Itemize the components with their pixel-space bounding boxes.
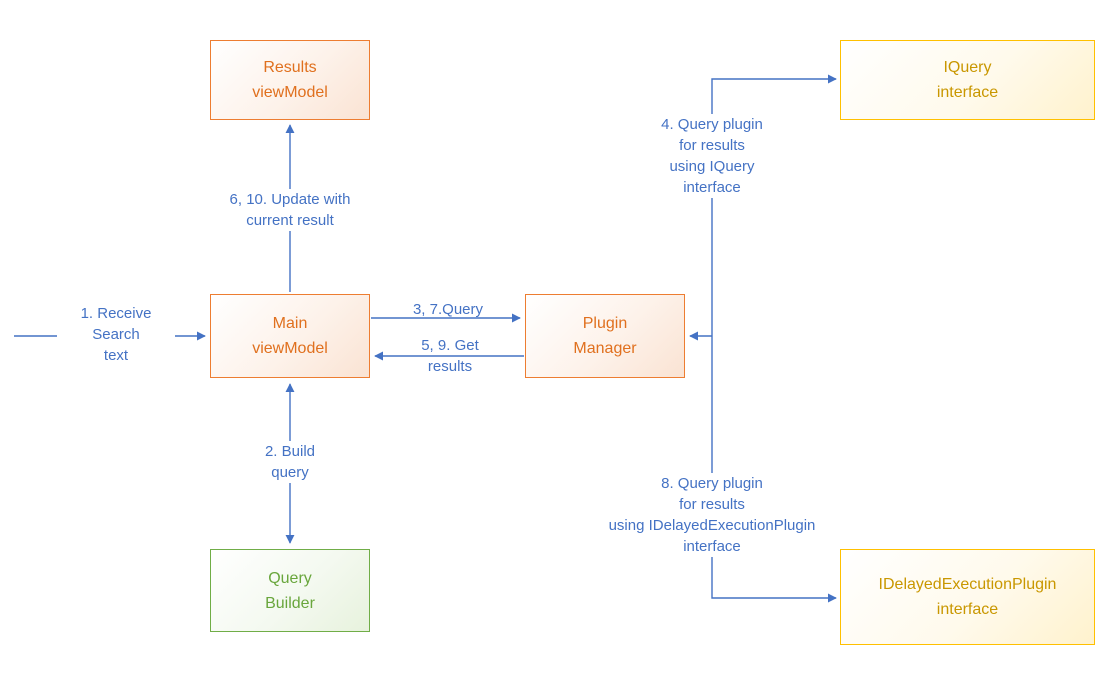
edge-label-query-plugin-iquery: 4. Query plugin for results using IQuery… (634, 114, 790, 198)
node-query-builder-label: Query Builder (265, 569, 315, 612)
edge-label-build-query: 2. Build query (246, 441, 334, 483)
node-plugin-manager-label: Plugin Manager (573, 315, 637, 357)
edge-label-receive-search-text: 1. Receive Search text (57, 303, 175, 366)
node-main-viewmodel: Main viewModel (210, 294, 370, 378)
node-idelayedexecutionplugin-interface: IDelayedExecutionPlugin interface (840, 549, 1095, 645)
node-iquery-interface: IQuery interface (840, 40, 1095, 120)
edge-query-plugin-idelayed-line (711, 336, 837, 603)
edge-label-get-results: 5, 9. Get results (421, 337, 479, 375)
node-iquery-interface-label: IQuery interface (936, 59, 999, 101)
edge-label-update-with-current-result: 6, 10. Update with current result (198, 189, 382, 231)
edge-query-plugin-iquery-line (711, 74, 837, 336)
node-results-viewmodel-label: Results viewModel (252, 59, 328, 101)
node-plugin-manager: Plugin Manager (525, 294, 685, 378)
edge-label-query: 3, 7.Query (412, 301, 484, 318)
node-query-builder: Query Builder (210, 549, 370, 632)
node-results-viewmodel: Results viewModel (210, 40, 370, 120)
node-idelayedexecutionplugin-interface-label: IDelayedExecutionPlugin interface (878, 576, 1057, 618)
edge-label-query-plugin-idelayed: 8. Query plugin for results using IDelay… (596, 473, 828, 557)
node-main-viewmodel-label: Main viewModel (252, 315, 328, 357)
